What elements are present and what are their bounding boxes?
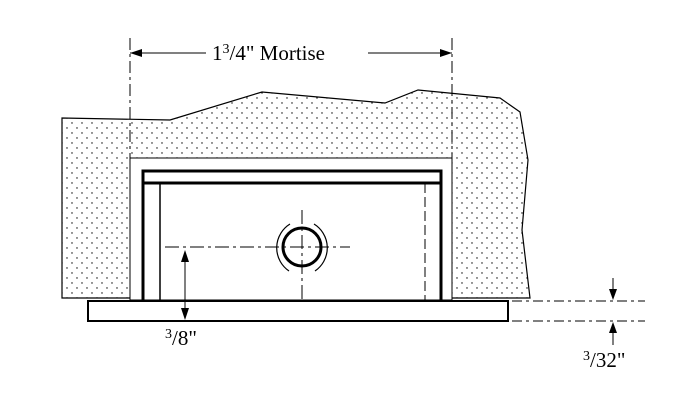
faceplate <box>87 300 509 322</box>
plate-arrow-top <box>609 289 617 300</box>
plate-arrow-bottom <box>609 322 617 333</box>
offset-arrow-top <box>181 250 189 262</box>
mortise-arrow-left <box>130 49 142 57</box>
mortise-arrow-right <box>440 49 452 57</box>
offset-arrow-bottom <box>181 308 189 320</box>
plate-thickness-label: 3/32" <box>583 348 626 372</box>
mortise-width-label: 13/4" Mortise <box>212 41 325 65</box>
offset-label: 3/8" <box>165 326 197 350</box>
